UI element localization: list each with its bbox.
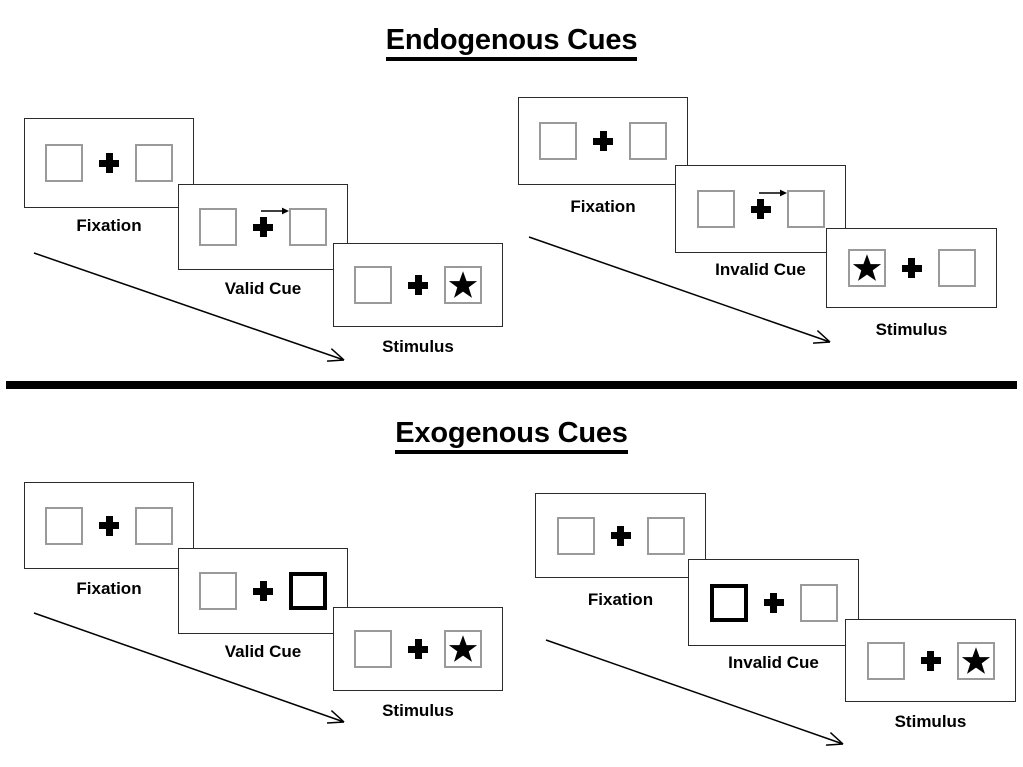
frame-contents — [519, 119, 687, 163]
frame-contents — [334, 263, 502, 307]
right-placeholder-box — [646, 516, 685, 555]
trial-frame-exogenous-valid-fixation — [24, 482, 194, 569]
left-placeholder-box — [45, 506, 83, 545]
fixation-cross-icon — [920, 650, 941, 671]
frame-caption-endogenous-valid-stimulus: Stimulus — [382, 337, 454, 356]
left-placeholder-box — [709, 583, 748, 622]
fixation-cross-area — [577, 119, 629, 163]
frame-contents — [334, 627, 502, 671]
frame-contents — [846, 639, 1015, 683]
fixation-cross-area — [748, 581, 800, 625]
frame-contents — [179, 569, 347, 613]
fixation-cross-icon — [610, 525, 631, 546]
right-placeholder-box — [289, 208, 327, 246]
cue-arrow-right-icon — [758, 189, 787, 197]
right-placeholder-box — [629, 122, 667, 160]
fixation-cross-area — [83, 504, 135, 548]
trial-frame-endogenous-valid-fixation — [24, 118, 194, 208]
fixation-cross-icon — [99, 515, 119, 536]
cue-arrow-right-icon — [261, 207, 289, 215]
trial-frame-exogenous-invalid-fixation — [535, 493, 706, 578]
fixation-cross-area — [595, 514, 647, 558]
left-placeholder-box — [866, 641, 905, 680]
trial-frame-endogenous-invalid-cue — [675, 165, 846, 253]
section-title-text: Exogenous Cues — [395, 417, 628, 454]
right-placeholder-box — [444, 630, 482, 668]
fixation-cross-icon — [408, 639, 428, 659]
trial-frame-exogenous-invalid-stimulus — [845, 619, 1016, 702]
right-placeholder-box — [289, 572, 327, 610]
fixation-cross-area — [237, 205, 289, 249]
right-placeholder-box — [444, 266, 482, 304]
trial-frame-endogenous-invalid-stimulus — [826, 228, 997, 308]
star-icon — [448, 635, 478, 662]
frame-caption-endogenous-invalid-stimulus: Stimulus — [875, 320, 948, 339]
trial-frame-endogenous-valid-cue — [178, 184, 348, 270]
trial-frame-exogenous-valid-cue — [178, 548, 348, 634]
fixation-cross-icon — [408, 275, 428, 295]
frame-caption-endogenous-invalid-fixation: Fixation — [570, 197, 636, 216]
frame-caption-endogenous-invalid-cue: Invalid Cue — [715, 260, 806, 279]
left-placeholder-box — [354, 630, 392, 668]
section-divider — [6, 381, 1017, 389]
frame-caption-endogenous-valid-cue: Valid Cue — [224, 279, 302, 298]
left-placeholder-box — [354, 266, 392, 304]
frame-caption-endogenous-valid-fixation: Fixation — [76, 216, 142, 235]
section-title-exogenous: Exogenous Cues — [0, 417, 1023, 454]
fixation-cross-area — [392, 263, 444, 307]
right-placeholder-box — [786, 190, 825, 228]
fixation-cross-icon — [763, 592, 784, 613]
frame-contents — [676, 187, 845, 231]
frame-contents — [179, 205, 347, 249]
fixation-cross-area — [905, 639, 957, 683]
right-placeholder-box — [956, 641, 995, 680]
star-icon — [448, 271, 478, 298]
fixation-cross-icon — [253, 581, 273, 601]
trial-frame-endogenous-invalid-fixation — [518, 97, 688, 185]
trial-frame-endogenous-valid-stimulus — [333, 243, 503, 327]
fixation-cross-area — [735, 187, 787, 231]
frame-contents — [827, 246, 996, 290]
left-placeholder-box — [199, 572, 237, 610]
star-icon — [961, 646, 990, 674]
fixation-cross-area — [392, 627, 444, 671]
left-placeholder-box — [696, 190, 735, 228]
trial-frame-exogenous-invalid-cue — [688, 559, 859, 646]
left-placeholder-box — [199, 208, 237, 246]
frame-contents — [25, 504, 193, 548]
fixation-cross-area — [83, 141, 135, 185]
fixation-cross-icon — [253, 217, 273, 237]
fixation-cross-icon — [750, 199, 771, 219]
left-placeholder-box — [45, 144, 83, 182]
left-placeholder-box — [847, 249, 886, 287]
frame-caption-exogenous-valid-cue: Valid Cue — [224, 642, 302, 661]
frame-caption-exogenous-valid-fixation: Fixation — [76, 579, 142, 598]
fixation-cross-icon — [901, 258, 922, 278]
frame-caption-exogenous-invalid-fixation: Fixation — [587, 590, 654, 609]
right-placeholder-box — [937, 249, 976, 287]
fixation-cross-area — [237, 569, 289, 613]
frame-contents — [25, 141, 193, 185]
frame-caption-exogenous-valid-stimulus: Stimulus — [382, 701, 454, 720]
section-title-endogenous: Endogenous Cues — [0, 24, 1023, 61]
frame-caption-exogenous-invalid-stimulus: Stimulus — [894, 712, 967, 731]
frame-caption-exogenous-invalid-cue: Invalid Cue — [728, 653, 819, 672]
section-title-text: Endogenous Cues — [385, 24, 637, 61]
fixation-cross-area — [886, 246, 938, 290]
right-placeholder-box — [799, 583, 838, 622]
fixation-cross-icon — [593, 131, 613, 151]
trial-frame-exogenous-valid-stimulus — [333, 607, 503, 691]
left-placeholder-box — [539, 122, 577, 160]
right-placeholder-box — [135, 144, 173, 182]
fixation-cross-icon — [99, 153, 119, 173]
right-placeholder-box — [135, 506, 173, 545]
frame-contents — [689, 581, 858, 625]
star-icon — [852, 254, 881, 281]
left-placeholder-box — [556, 516, 595, 555]
frame-contents — [536, 514, 705, 558]
